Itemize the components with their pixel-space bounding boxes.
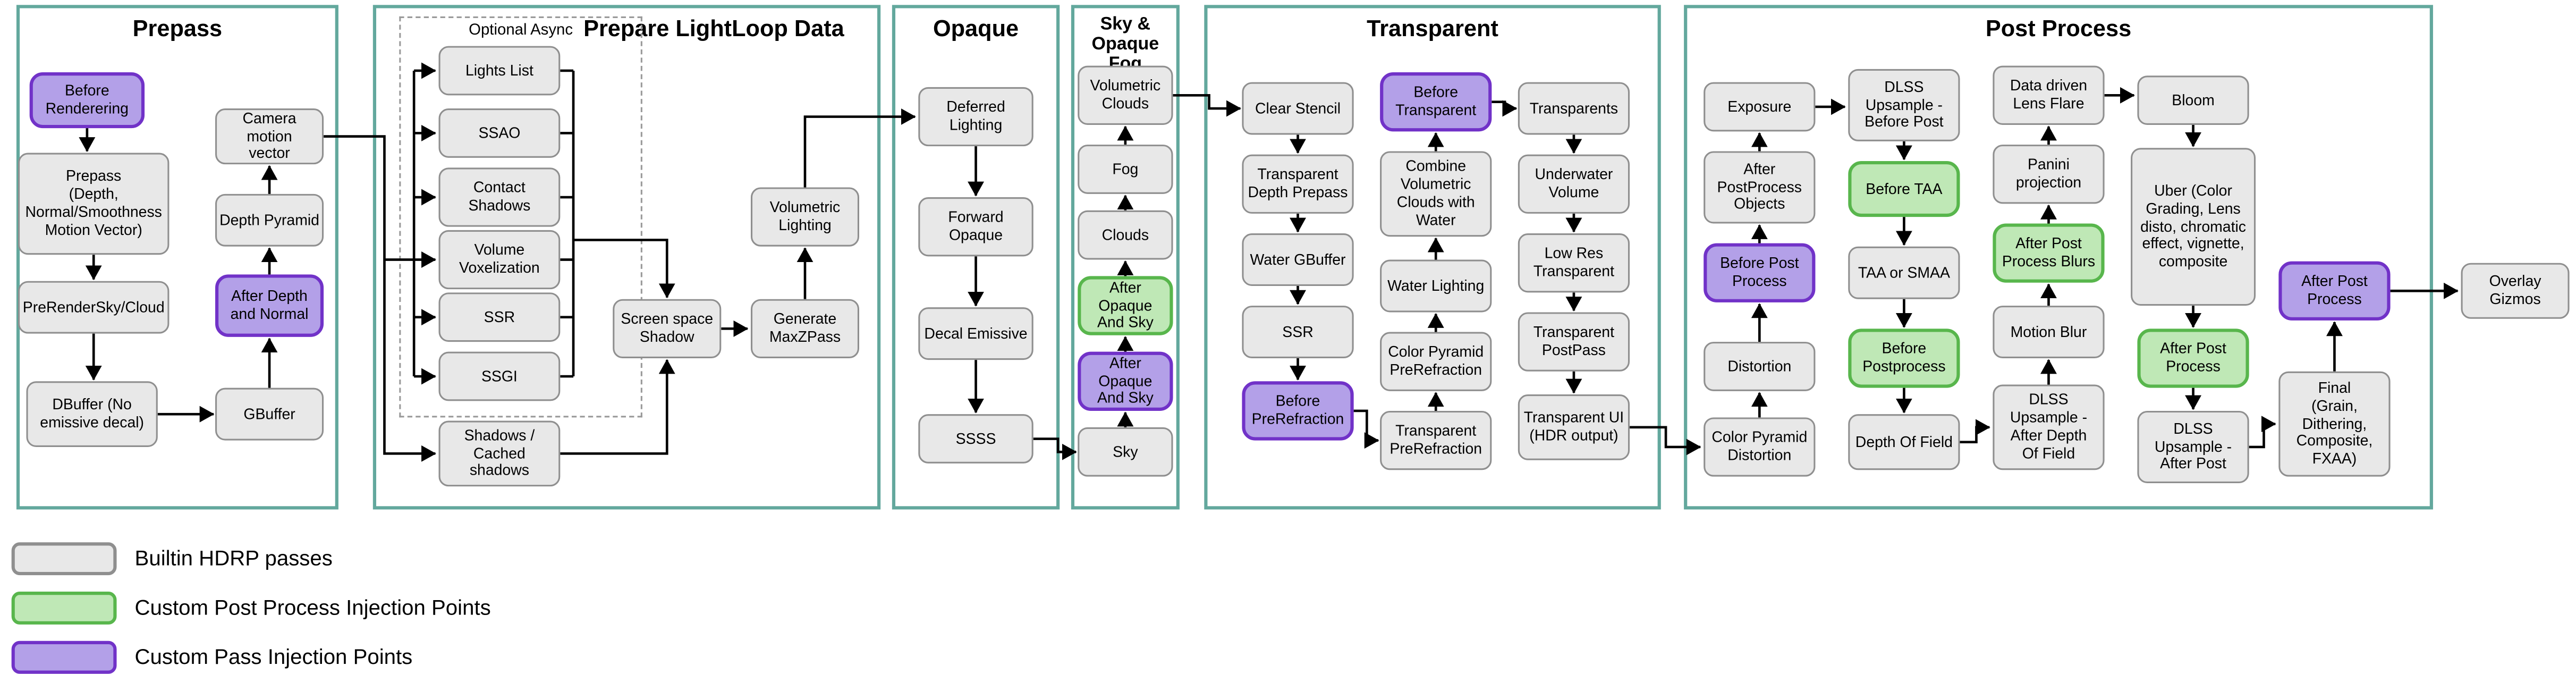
node-before-postprocess: Before Postprocess	[1848, 328, 1960, 388]
node-after-opaque-and-sky-postprocess: After Opaque And Sky	[1078, 276, 1173, 335]
node-before-transparent: Before Transparent	[1380, 72, 1492, 132]
node-volume-voxelization: Volume Voxelization	[438, 230, 561, 290]
node-dlss-upsample-after-post: DLSS Upsample - After Post	[2137, 410, 2249, 483]
node-deferred-lighting: Deferred Lighting	[918, 87, 1033, 147]
node-dlss-upsample-before-post: DLSS Upsample - Before Post	[1848, 69, 1960, 141]
node-ssss: SSSS	[918, 414, 1033, 464]
node-decal-emissive: Decal Emissive	[918, 307, 1033, 360]
node-exposure: Exposure	[1704, 82, 1816, 132]
node-before-prerefraction: Before PreRefraction	[1242, 381, 1354, 441]
node-ssr-transparent: SSR	[1242, 306, 1354, 359]
node-shadows-cached-shadows: Shadows / Cached shadows	[438, 420, 561, 487]
node-overlay-gizmos: Overlay Gizmos	[2461, 263, 2570, 319]
legend-item-custom-post-process: Custom Post Process Injection Points	[0, 592, 657, 625]
node-transparent-depth-prepass: Transparent Depth Prepass	[1242, 154, 1354, 214]
node-after-post-process-blurs: After Post Process Blurs	[1993, 223, 2105, 283]
optional-async-label: Optional Async	[469, 21, 573, 40]
node-water-lighting: Water Lighting	[1380, 259, 1492, 313]
node-combine-volumetric-clouds-with-water: Combine Volumetric Clouds with Water	[1380, 151, 1492, 237]
node-before-post-process: Before Post Process	[1704, 243, 1816, 302]
node-clear-stencil: Clear Stencil	[1242, 82, 1354, 135]
node-transparents: Transparents	[1518, 82, 1630, 135]
node-fog: Fog	[1078, 145, 1173, 194]
node-before-renderering: Before Renderering	[29, 72, 145, 129]
node-generate-maxzpass: Generate MaxZPass	[750, 299, 860, 359]
section-title-prepass: Prepass	[132, 14, 223, 41]
node-contact-shadows: Contact Shadows	[438, 167, 561, 227]
node-bloom: Bloom	[2137, 75, 2249, 125]
node-after-post-process-postprocess: After Post Process	[2137, 328, 2249, 388]
node-ssao: SSAO	[438, 108, 561, 158]
node-transparent-postpass: Transparent PostPass	[1518, 312, 1630, 372]
node-motion-blur: Motion Blur	[1993, 306, 2105, 359]
node-after-post-process-pass: After Post Process	[2278, 261, 2391, 321]
node-color-pyramid-prerefraction: Color Pyramid PreRefraction	[1380, 332, 1492, 391]
node-volumetric-lighting: Volumetric Lighting	[750, 187, 860, 247]
node-after-opaque-and-sky-pass: After Opaque And Sky	[1078, 351, 1173, 411]
section-title-post-process: Post Process	[1985, 14, 2132, 41]
node-dbuffer: DBuffer (No emissive decal)	[26, 381, 158, 447]
node-ssr-async: SSR	[438, 292, 561, 342]
node-transparent-ui-hdr-output: Transparent UI (HDR output)	[1518, 394, 1630, 460]
node-depth-of-field: Depth Of Field	[1848, 414, 1960, 470]
node-camera-motion-vector: Camera motion vector	[215, 108, 324, 165]
node-data-driven-lens-flare: Data driven Lens Flare	[1993, 65, 2105, 125]
node-dlss-upsample-after-depth-of-field: DLSS Upsample - After Depth Of Field	[1993, 384, 2105, 470]
legend-label-custom-post-process: Custom Post Process Injection Points	[134, 595, 491, 620]
legend-label-custom-pass: Custom Pass Injection Points	[134, 644, 413, 669]
section-title-transparent: Transparent	[1367, 14, 1498, 41]
node-taa-or-smaa: TAA or SMAA	[1848, 246, 1960, 299]
node-sky: Sky	[1078, 427, 1173, 477]
node-after-depth-and-normal: After Depth and Normal	[215, 274, 324, 337]
node-clouds: Clouds	[1078, 210, 1173, 260]
node-screen-space-shadow: Screen space Shadow	[613, 299, 722, 359]
section-title-opaque: Opaque	[933, 14, 1019, 41]
node-color-pyramid-distortion: Color Pyramid Distortion	[1704, 417, 1816, 477]
node-distortion: Distortion	[1704, 342, 1816, 391]
node-lights-list: Lights List	[438, 46, 561, 96]
node-low-res-transparent: Low Res Transparent	[1518, 233, 1630, 293]
node-before-taa: Before TAA	[1848, 161, 1960, 217]
section-title-prepare-lightloop-data: Prepare LightLoop Data	[583, 14, 844, 41]
node-after-postprocess-objects: After PostProcess Objects	[1704, 151, 1816, 224]
node-final-grain-dithering-composite-fxaa: Final (Grain, Dithering, Composite, FXAA…	[2278, 371, 2391, 477]
node-prepass-depth-normal-motion: Prepass (Depth, Normal/Smoothness Motion…	[18, 153, 170, 255]
node-transparent-prerefraction: Transparent PreRefraction	[1380, 410, 1492, 470]
node-underwater-volume: Underwater Volume	[1518, 154, 1630, 214]
node-panini-projection: Panini projection	[1993, 145, 2105, 204]
legend-swatch-builtin	[11, 542, 117, 576]
legend-swatch-custom-post-process	[11, 592, 117, 625]
node-water-gbuffer: Water GBuffer	[1242, 233, 1354, 286]
node-volumetric-clouds: Volumetric Clouds	[1078, 65, 1173, 125]
legend-label-builtin: Builtin HDRP passes	[134, 545, 333, 570]
node-gbuffer: GBuffer	[215, 387, 324, 441]
node-uber: Uber (Color Grading, Lens disto, chromat…	[2131, 148, 2256, 306]
section-title-sky-opaque-fog: Sky & Opaque Fog	[1091, 14, 1159, 74]
node-depth-pyramid: Depth Pyramid	[215, 193, 324, 247]
legend-item-builtin: Builtin HDRP passes	[0, 542, 657, 576]
node-prerendersky-cloud: PreRenderSky/Cloud	[18, 281, 170, 334]
legend-item-custom-pass: Custom Pass Injection Points	[0, 641, 657, 674]
legend-swatch-custom-pass	[11, 641, 117, 674]
node-forward-opaque: Forward Opaque	[918, 197, 1033, 257]
node-ssgi: SSGI	[438, 351, 561, 401]
